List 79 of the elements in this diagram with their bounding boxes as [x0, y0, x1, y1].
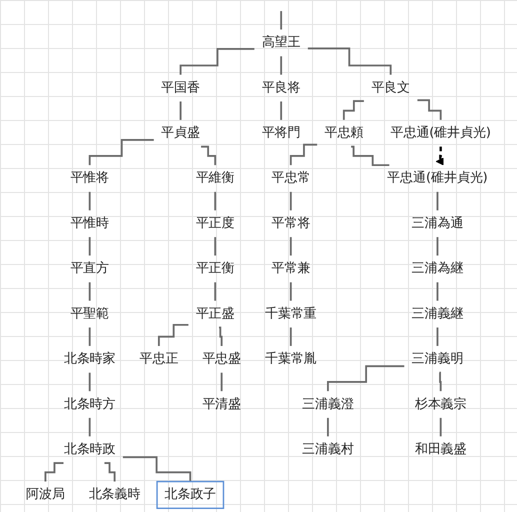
- connector: [158, 324, 188, 347]
- connector: [436, 190, 438, 212]
- node-text: 平良将: [262, 80, 301, 96]
- connector: [201, 146, 216, 166]
- node-text: 三浦義村: [302, 442, 354, 457]
- connector: [180, 48, 254, 76]
- connector: [280, 10, 282, 30]
- connector: [327, 416, 329, 438]
- connector: [88, 139, 154, 166]
- node-text: 三浦義澄: [302, 396, 354, 412]
- node-text: 千葉常重: [264, 306, 317, 322]
- node-text: 平忠常: [271, 170, 310, 186]
- node-text: 北条時家: [64, 351, 116, 366]
- connector: [351, 146, 390, 166]
- arrow: [436, 146, 444, 166]
- connector: [280, 55, 282, 76]
- node-text: 阿波局: [26, 487, 65, 502]
- connector: [214, 190, 216, 212]
- node-text: 平正度: [196, 216, 235, 231]
- connector: [88, 190, 91, 212]
- connector: [290, 144, 318, 166]
- node-box: 北条政子: [156, 480, 224, 509]
- node-text: 平常兼: [271, 261, 310, 276]
- connector: [88, 236, 91, 256]
- node-text: 平貞盛: [161, 125, 200, 140]
- node-text: 北条時方: [64, 396, 116, 412]
- connector: [180, 100, 182, 121]
- connector: [327, 365, 404, 392]
- node-text: 平良文: [371, 80, 410, 96]
- connector: [214, 236, 216, 256]
- connector: [218, 326, 223, 347]
- connector: [280, 100, 282, 121]
- node-text: 北条義時: [88, 487, 140, 502]
- connector: [290, 326, 292, 347]
- node-text: 三浦義継: [412, 306, 464, 322]
- connector: [417, 99, 442, 121]
- connector: [436, 281, 438, 302]
- node-text: 平忠通(碓井貞光): [390, 125, 491, 140]
- node-text: 平常将: [271, 216, 310, 231]
- connector: [220, 372, 223, 392]
- connector: [290, 281, 292, 302]
- node-text: 平惟時: [70, 216, 110, 231]
- node-text: 平正盛: [196, 306, 235, 322]
- connector: [44, 462, 64, 482]
- connector: [440, 416, 442, 438]
- connector: [88, 281, 91, 302]
- node-text: 北条時政: [64, 442, 116, 457]
- connector: [88, 372, 91, 392]
- node-text: 千葉常胤: [264, 351, 317, 366]
- node-text: 平忠頼: [324, 125, 364, 140]
- node-text: 平直方: [70, 261, 110, 276]
- node-text: 平忠盛: [202, 351, 241, 366]
- node-text: 高望王: [262, 35, 301, 50]
- node-text: 平維衡: [196, 170, 235, 186]
- node-text: 平清盛: [202, 396, 241, 412]
- node-text: 平国香: [161, 80, 200, 96]
- connector: [290, 190, 292, 212]
- node-text: 平惟将: [70, 170, 110, 186]
- connector: [122, 456, 192, 482]
- node-text: 平忠正: [140, 351, 178, 366]
- node-text: 平忠通(碓井貞光): [387, 170, 488, 186]
- node-text: 平正衡: [196, 261, 235, 276]
- node-text: 三浦為通: [412, 216, 464, 231]
- node-text: 三浦義明: [412, 351, 464, 366]
- connector: [214, 281, 216, 302]
- connector: [88, 326, 91, 347]
- connector: [104, 462, 116, 482]
- connector: [438, 372, 442, 392]
- node-text: 三浦為継: [412, 261, 464, 276]
- connector: [88, 416, 91, 438]
- connector: [308, 48, 392, 76]
- node-text: 平聖範: [70, 306, 110, 322]
- connector: [436, 236, 438, 256]
- connector: [342, 100, 364, 121]
- node-text: 平将門: [262, 125, 301, 140]
- node-text: 和田義盛: [414, 442, 467, 457]
- connector: [436, 326, 438, 347]
- connector: [290, 236, 292, 256]
- node-text: 杉本義宗: [414, 396, 467, 412]
